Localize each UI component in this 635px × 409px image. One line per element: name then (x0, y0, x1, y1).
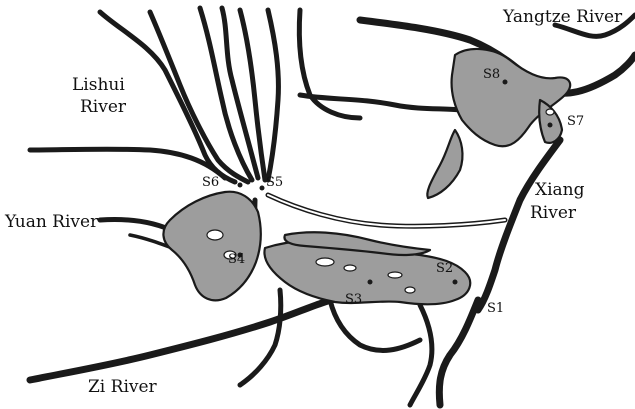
site-dot-s2 (452, 279, 458, 285)
island (206, 229, 224, 241)
label-site-s8: S8 (483, 67, 500, 82)
label-site-s5: S5 (266, 175, 283, 190)
lake-south-upper (283, 231, 432, 257)
site-labels: S1 S2 S3 S4 S5 S6 S7 S8 (202, 67, 584, 316)
lakes (162, 47, 572, 306)
yangtze-river-right (552, 12, 635, 39)
label-lishui-river-line1: Lishui (72, 75, 125, 95)
river-north-6 (265, 7, 281, 183)
label-site-s1: S1 (487, 301, 504, 316)
label-site-s7: S7 (567, 114, 584, 129)
label-yuan-river: Yuan River (4, 212, 99, 232)
label-site-s4: S4 (228, 252, 245, 267)
site-dot-s5 (259, 185, 265, 191)
river-s1-south (435, 296, 482, 409)
river-north-5 (237, 7, 268, 183)
river-labels: Yangtze River Lishui River Yuan River Xi… (4, 7, 623, 397)
island (404, 286, 416, 294)
river-south-1 (237, 287, 284, 388)
island (545, 108, 555, 116)
site-dot-s6 (237, 182, 243, 188)
river-s5-east-inner (267, 194, 506, 228)
site-dot-s1 (479, 297, 485, 303)
river-s5-east (265, 192, 508, 229)
label-yangtze-river: Yangtze River (502, 7, 623, 27)
river-north-3 (197, 5, 255, 183)
site-markers (237, 79, 553, 303)
river-south-2 (327, 297, 423, 353)
lishui-river (27, 146, 228, 181)
river-north-2 (147, 9, 251, 185)
label-xiang-river-line1: Xiang (535, 180, 585, 200)
lake-east-finger (426, 128, 464, 200)
island (223, 250, 237, 260)
island (387, 271, 403, 279)
site-dot-s3 (367, 279, 373, 285)
label-xiang-river-line2: River (530, 203, 577, 223)
islands (206, 108, 555, 294)
lake-s7-channel (538, 98, 564, 144)
label-site-s6: S6 (202, 175, 219, 190)
island (343, 264, 357, 272)
xiang-river (474, 136, 564, 314)
label-lishui-river-line2: River (80, 97, 127, 117)
label-zi-river: Zi River (88, 377, 158, 397)
site-dot-s8 (502, 79, 508, 85)
site-dot-s7 (547, 122, 553, 128)
lake-west-dongting (162, 190, 262, 302)
river-top-channel (297, 92, 463, 113)
zi-river (26, 294, 344, 384)
label-site-s3: S3 (345, 292, 362, 307)
label-site-s2: S2 (436, 261, 453, 276)
island (315, 257, 335, 267)
site-dot-s4 (237, 252, 243, 258)
river-north-4 (219, 5, 261, 181)
river-south-3 (407, 302, 435, 408)
